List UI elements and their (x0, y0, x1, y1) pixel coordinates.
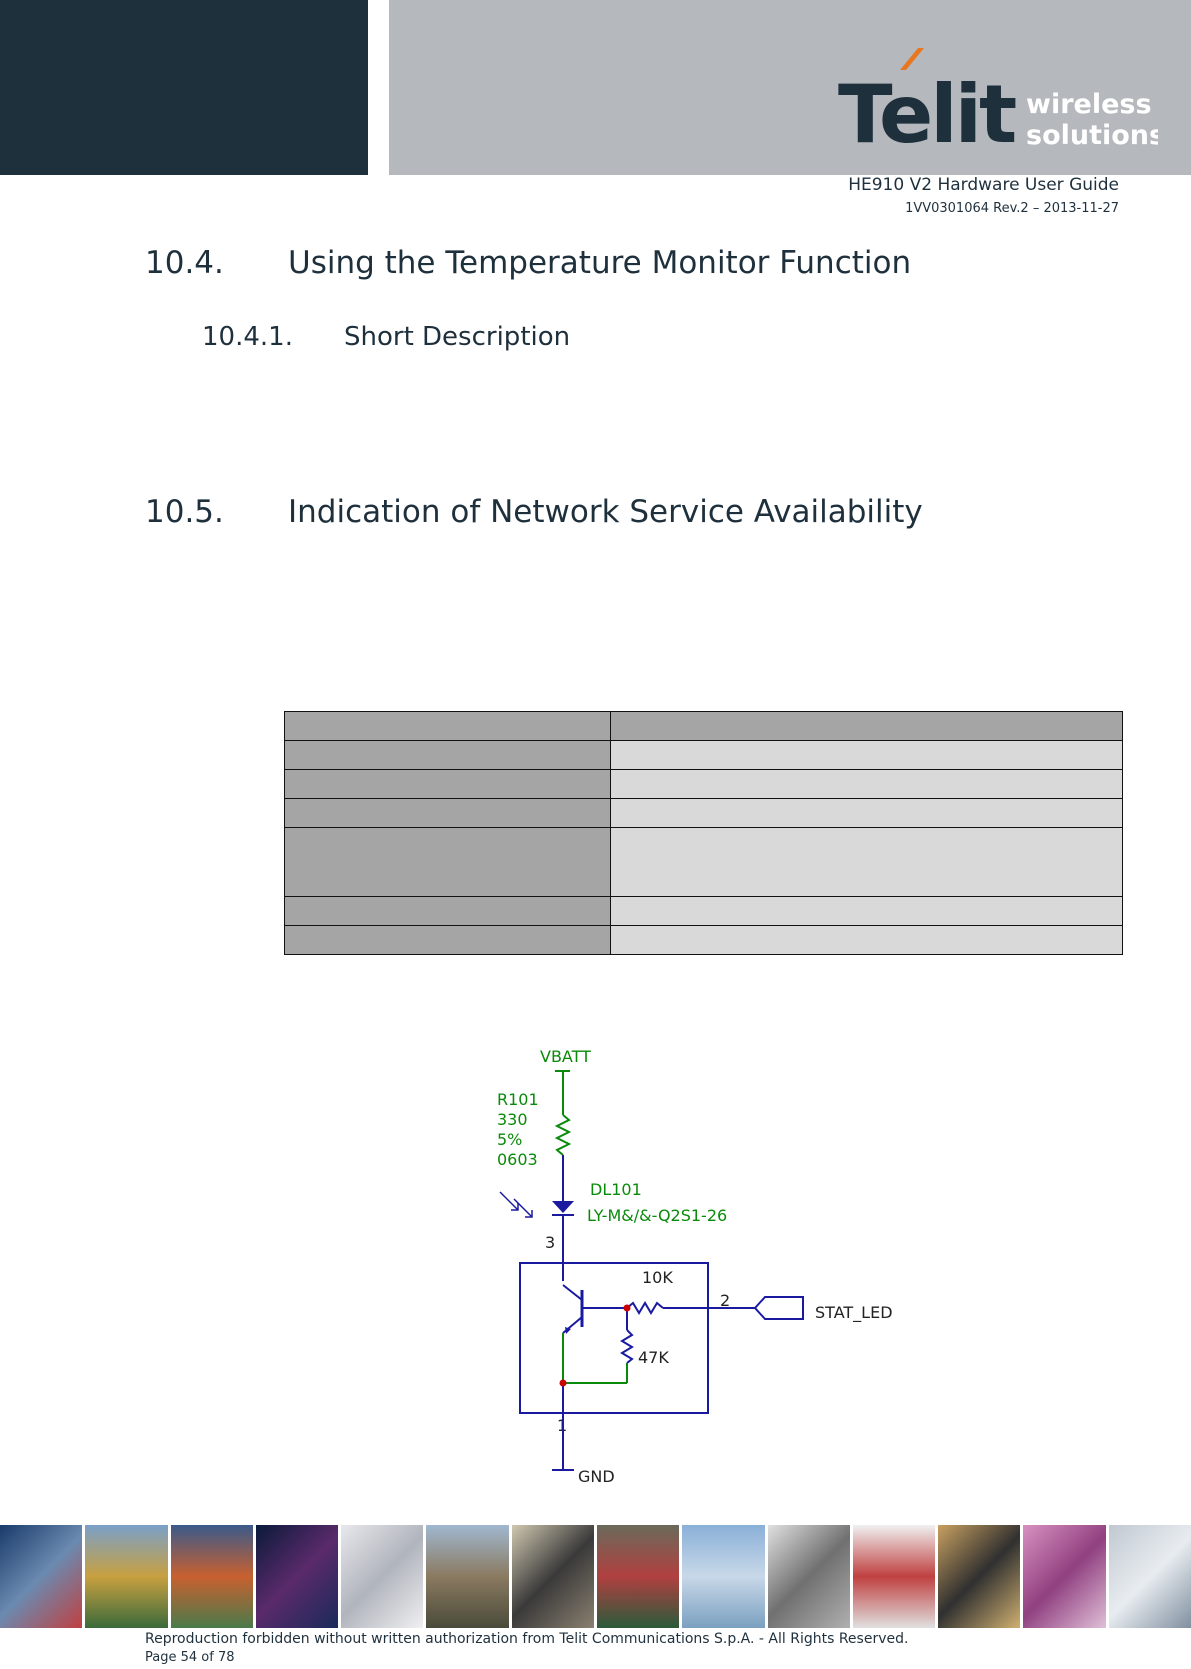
table-row (284, 769, 1123, 799)
table-label-cell (284, 896, 611, 926)
table-label-cell (284, 925, 611, 955)
strip-photo (938, 1525, 1021, 1628)
table-value-cell (610, 925, 1123, 955)
table-value-cell (610, 798, 1123, 828)
status-led-table (284, 711, 1123, 955)
footer-page-number: Page 54 of 78 (145, 1650, 235, 1665)
section-10-4-1-number: 10.4.1. (202, 322, 293, 352)
table-header-row (284, 711, 1123, 741)
logo-tagline-1: wireless (1026, 89, 1152, 120)
label-r101-value: 330 (497, 1110, 528, 1129)
table-label-cell (284, 769, 611, 799)
label-dl101-part: LY-M&/&-Q2S1-26 (587, 1206, 727, 1225)
logo-tagline-2: solutions (1026, 120, 1158, 148)
footer-photo-strip (0, 1525, 1191, 1628)
table-value-cell (610, 740, 1123, 770)
strip-photo (426, 1525, 509, 1628)
strip-photo (682, 1525, 765, 1628)
label-stat-led: STAT_LED (815, 1303, 893, 1323)
doc-title: HE910 V2 Hardware User Guide (848, 175, 1119, 195)
section-10-4-1-title: Short Description (344, 322, 571, 352)
table-value-cell (610, 769, 1123, 799)
label-pin-3: 3 (545, 1233, 555, 1252)
strip-photo (341, 1525, 424, 1628)
table-header-cell (610, 711, 1123, 741)
label-vbatt: VBATT (540, 1047, 591, 1066)
table-label-cell (284, 798, 611, 828)
label-gnd: GND (578, 1467, 615, 1486)
strip-photo (596, 1525, 680, 1628)
stat-led-schematic: VBATT R101 330 5% 0603 DL101 LY-M&/&-Q2S… (497, 1047, 893, 1486)
strip-photo (255, 1525, 339, 1628)
label-pin-2: 2 (720, 1291, 730, 1310)
label-47k: 47K (638, 1348, 669, 1367)
table-row (284, 827, 1123, 897)
section-10-5-number: 10.5. (145, 494, 224, 530)
strip-photo (511, 1525, 594, 1628)
strip-photo (1023, 1525, 1106, 1628)
table-row (284, 896, 1123, 926)
strip-photo (1108, 1525, 1191, 1628)
telit-logo: Telit wireless solutions (838, 48, 1158, 148)
table-row (284, 925, 1123, 955)
strip-photo (852, 1525, 936, 1628)
strip-photo (0, 1525, 83, 1628)
table-row (284, 798, 1123, 828)
table-label-cell (284, 827, 611, 897)
doc-revision: 1VV0301064 Rev.2 – 2013-11-27 (905, 201, 1119, 216)
table-row (284, 740, 1123, 770)
label-10k: 10K (642, 1268, 673, 1287)
section-10-5-title: Indication of Network Service Availabili… (288, 494, 923, 530)
strip-photo (85, 1525, 168, 1628)
header-dark-block (0, 0, 368, 175)
table-label-cell (284, 740, 611, 770)
label-dl101-ref: DL101 (590, 1180, 642, 1199)
section-10-4-number: 10.4. (145, 245, 224, 281)
footer-copyright: Reproduction forbidden without written a… (145, 1631, 909, 1647)
section-10-4-title: Using the Temperature Monitor Function (288, 245, 912, 281)
table-header-cell (284, 711, 611, 741)
table-value-cell (610, 827, 1123, 897)
label-r101-tolerance: 5% (497, 1130, 522, 1149)
strip-photo (170, 1525, 253, 1628)
strip-photo (767, 1525, 850, 1628)
table-value-cell (610, 896, 1123, 926)
header-grey-block (389, 0, 1191, 175)
label-r101-ref: R101 (497, 1090, 539, 1109)
label-r101-package: 0603 (497, 1150, 538, 1169)
logo-wordmark: Telit (838, 68, 1016, 148)
